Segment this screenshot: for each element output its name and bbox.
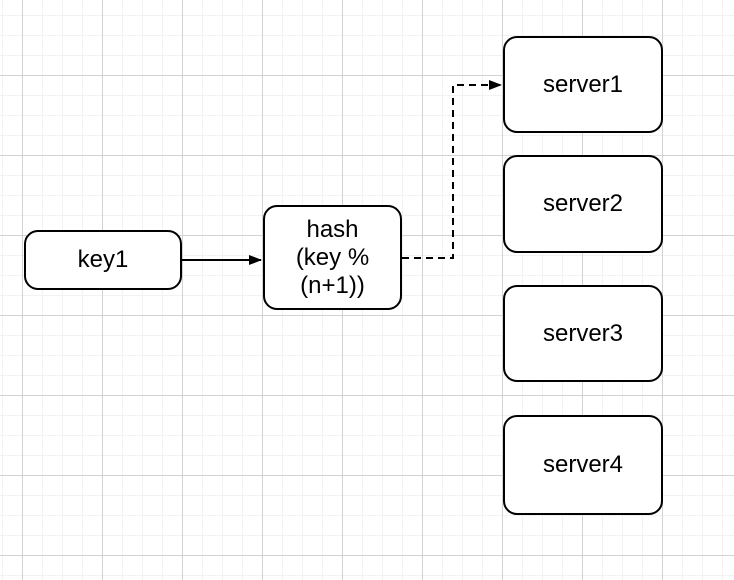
node-server1: server1	[503, 36, 663, 133]
node-server3: server3	[503, 285, 663, 382]
node-server4-label: server4	[542, 451, 624, 478]
node-server2-label: server2	[542, 190, 624, 217]
node-key1: key1	[24, 230, 182, 290]
node-hash-label: hash (key % (n+1))	[295, 215, 370, 299]
node-key1-label: key1	[77, 246, 129, 273]
node-hash: hash (key % (n+1))	[263, 205, 402, 310]
node-server4: server4	[503, 415, 663, 515]
node-server2: server2	[503, 155, 663, 253]
node-server3-label: server3	[542, 319, 624, 347]
hash-to-server1-dashed-arrow	[402, 80, 502, 259]
node-server1-label: server1	[542, 70, 624, 98]
